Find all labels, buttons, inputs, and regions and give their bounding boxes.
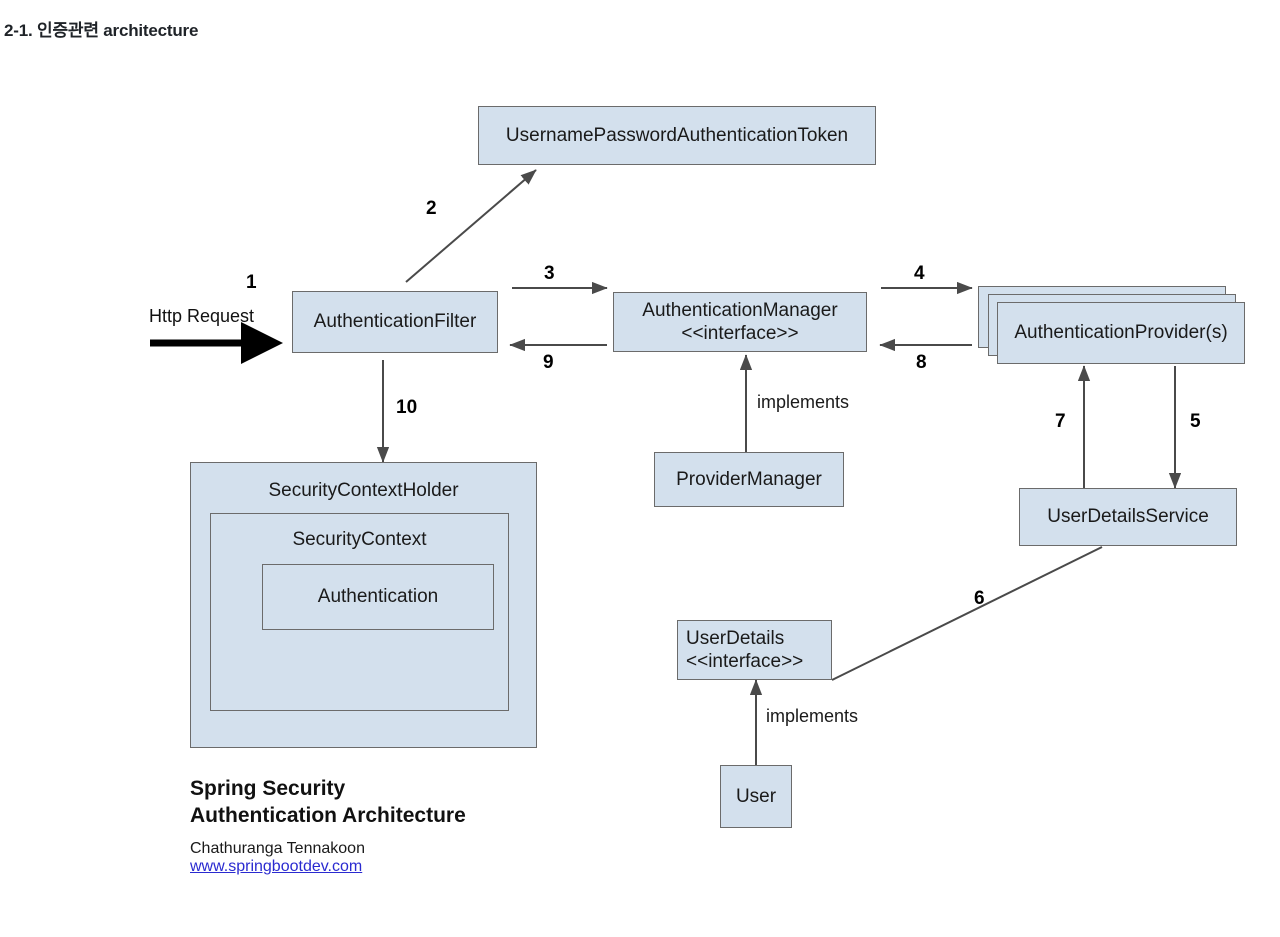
step-label-3: 3: [544, 263, 555, 284]
node-label: AuthenticationFilter: [313, 311, 477, 333]
step-label-9: 9: [543, 352, 554, 373]
step-label-2: 2: [426, 198, 437, 219]
node-authentication-manager[interactable]: AuthenticationManager <<interface>>: [613, 292, 867, 352]
arrow-step-2: [405, 169, 537, 283]
node-authentication-provider[interactable]: AuthenticationProvider(s): [997, 302, 1245, 364]
footer-website-link[interactable]: www.springbootdev.com: [190, 857, 363, 875]
node-label: AuthenticationManager <<interface>>: [642, 299, 838, 344]
node-label: ProviderManager: [676, 468, 822, 490]
node-security-context[interactable]: SecurityContext Authentication: [210, 513, 509, 711]
architecture-diagram: UsernamePasswordAuthenticationToken Auth…: [0, 60, 1280, 937]
node-label: UsernamePasswordAuthenticationToken: [505, 124, 849, 146]
node-label: AuthenticationProvider(s): [1014, 322, 1228, 344]
page-title: 2-1. 인증관련 architecture: [4, 21, 199, 40]
footer-title: Spring Security Authentication Architect…: [190, 777, 466, 827]
security-context-label: SecurityContext: [292, 529, 427, 550]
node-label: UserDetailsService: [1047, 506, 1209, 528]
connector-layer: [150, 169, 1182, 765]
implements-label-user: implements: [766, 706, 859, 726]
footer-author: Chathuranga Tennakoon: [190, 839, 365, 857]
http-request-label: Http Request: [149, 306, 255, 326]
node-label: UserDetails <<interface>>: [686, 627, 804, 672]
node-username-password-authentication-token[interactable]: UsernamePasswordAuthenticationToken: [478, 106, 876, 165]
step-label-1: 1: [246, 272, 257, 293]
step-label-7: 7: [1055, 411, 1066, 432]
node-user-details-service[interactable]: UserDetailsService: [1019, 488, 1237, 546]
step-label-8: 8: [916, 352, 927, 373]
node-user[interactable]: User: [720, 765, 792, 828]
node-label: Authentication: [317, 586, 439, 608]
node-authentication-filter[interactable]: AuthenticationFilter: [292, 291, 498, 353]
node-authentication[interactable]: Authentication: [262, 564, 494, 630]
footer: Spring Security Authentication Architect…: [190, 776, 710, 876]
node-user-details[interactable]: UserDetails <<interface>>: [677, 620, 832, 680]
node-label: User: [735, 785, 777, 807]
step-label-4: 4: [914, 263, 925, 284]
implements-label-provider-manager: implements: [757, 392, 850, 412]
step-label-10: 10: [396, 397, 418, 418]
node-security-context-holder[interactable]: SecurityContextHolder SecurityContext Au…: [190, 462, 537, 748]
security-context-holder-label: SecurityContextHolder: [268, 480, 459, 501]
step-label-6: 6: [974, 588, 985, 609]
line-step-6: [831, 546, 1103, 681]
step-label-5: 5: [1190, 411, 1201, 432]
node-provider-manager[interactable]: ProviderManager: [654, 452, 844, 507]
